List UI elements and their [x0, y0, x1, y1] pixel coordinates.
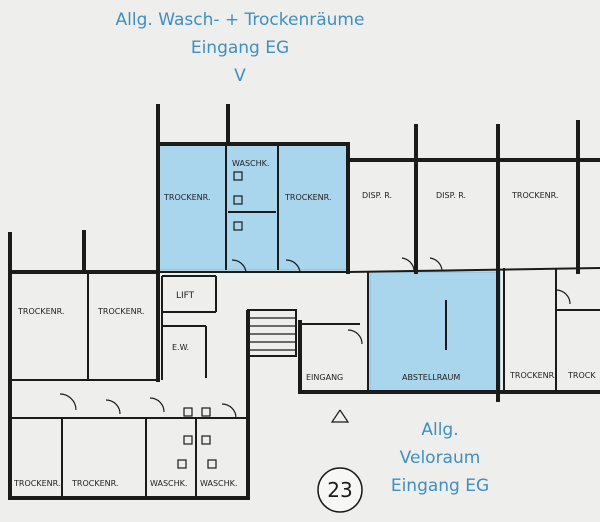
room-label-trockenr-left-2: TROCKENR. — [97, 307, 144, 316]
room-label-trockenr-left-1: TROCKENR. — [17, 307, 64, 316]
room-label-disp-1: DISP. R. — [362, 191, 392, 200]
highlight-bike-room — [369, 271, 501, 393]
building-number: 23 — [327, 478, 352, 502]
bike-annotation-line-1: Allg. — [421, 420, 459, 440]
room-label-lift: LIFT — [176, 291, 195, 301]
bottom-fixtures — [177, 407, 217, 469]
laundry-annotation-line-3: V — [234, 66, 246, 86]
waschk-fixtures — [233, 171, 243, 231]
room-label-ew: E.W. — [172, 343, 189, 352]
room-label-trockenr-bottom-1: TROCKENR. — [13, 479, 60, 488]
door-swings — [59, 257, 571, 419]
room-label-disp-2: DISP. R. — [436, 191, 466, 200]
room-label-trock-right-edge: TROCK — [567, 371, 596, 380]
left-block-walls — [8, 230, 250, 500]
laundry-annotation: Allg. Wasch- + Trockenräume Eingang EG V — [90, 6, 390, 90]
room-label-trockenr-right-bottom: TROCKENR. — [509, 371, 556, 380]
laundry-annotation-line-2: Eingang EG — [190, 38, 290, 58]
highlight-laundry-rooms — [157, 143, 349, 271]
bike-annotation: Allg. Veloraum Eingang EG — [370, 416, 510, 500]
entrance-block-walls — [298, 268, 600, 423]
laundry-annotation-line-1: Allg. Wasch- + Trockenräume — [115, 10, 365, 30]
staircase — [247, 309, 297, 357]
room-label-waschk-bottom-2: WASCHK. — [200, 479, 237, 488]
bike-annotation-line-2: Veloraum — [399, 448, 481, 468]
room-label-abstellraum: ABSTELLRAUM — [402, 373, 460, 382]
room-label-trockenr-right-top: TROCKENR. — [511, 191, 558, 200]
room-label-trockenr-top-2: TROCKENR. — [284, 193, 331, 202]
room-label-waschk-top: WASCHK. — [232, 159, 269, 168]
building-number-circle — [317, 467, 363, 513]
bike-annotation-line-3: Eingang EG — [390, 476, 490, 496]
room-label-trockenr-bottom-2: TROCKENR. — [71, 479, 118, 488]
room-label-trockenr-top-1: TROCKENR. — [163, 193, 210, 202]
room-label-waschk-bottom-1: WASCHK. — [150, 479, 187, 488]
upper-block-walls — [156, 104, 600, 402]
room-label-eingang: EINGANG — [306, 373, 343, 382]
